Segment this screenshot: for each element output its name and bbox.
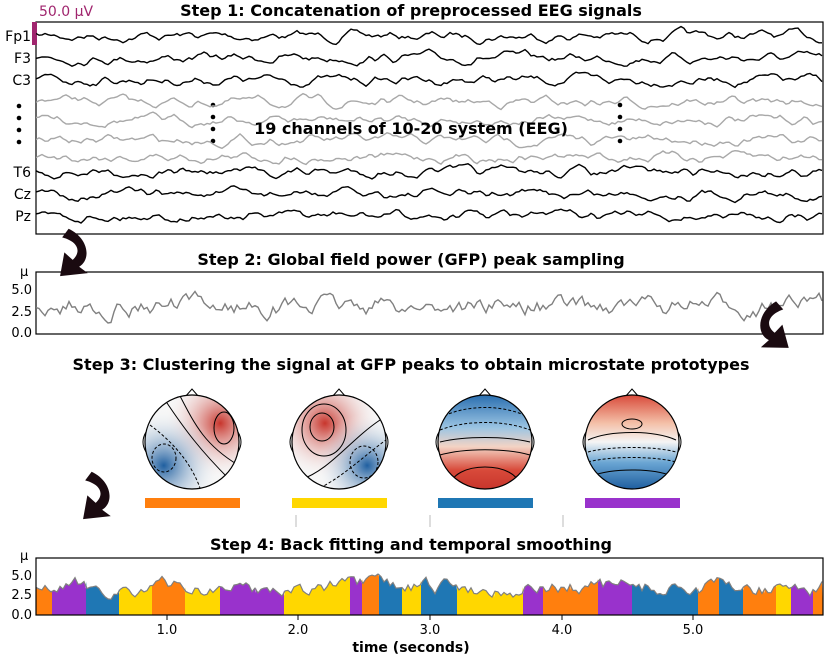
microstate-segment — [152, 576, 185, 615]
channel-label-c3: C3 — [12, 73, 31, 89]
eeg-channel-trace — [36, 185, 823, 204]
step2-title: Step 2: Global field power (GFP) peak sa… — [197, 250, 624, 269]
microstate-color-bar-3 — [585, 498, 680, 508]
step1-frame — [35, 21, 824, 235]
eeg-channel-trace — [36, 92, 823, 111]
microstate-segment — [457, 584, 494, 615]
arrow-step2-to-step3 — [760, 301, 789, 348]
microstate-segment — [719, 577, 743, 615]
eeg-traces — [36, 25, 823, 224]
step2-ytick-0: 0.0 — [11, 326, 32, 341]
backfit-area — [36, 573, 823, 615]
channel-label-cz: Cz — [14, 187, 31, 203]
left-channel-dots — [16, 103, 22, 145]
step2-unit: µ — [20, 265, 28, 280]
eeg-channel-trace — [36, 71, 823, 89]
step4-ytick-5: 5.0 — [11, 569, 32, 584]
microstate-segment — [350, 576, 362, 615]
channel-label-pz: Pz — [15, 209, 31, 225]
microstate-segment — [362, 574, 379, 615]
microstate-segment — [813, 581, 823, 615]
eeg-channel-trace — [36, 25, 822, 46]
step4-ytick-2-5: 2.5 — [11, 588, 32, 603]
microstate-segment — [320, 576, 350, 615]
microstate-segment — [543, 584, 571, 615]
x-tick-1: 1.0 — [157, 623, 178, 638]
microstate-segment — [743, 584, 764, 615]
eeg-channel-trace — [36, 208, 823, 224]
eeg-channel-trace — [36, 48, 823, 67]
step2-frame — [35, 271, 824, 335]
microstate-segment — [598, 579, 632, 615]
scale-bar-label: 50.0 µV — [39, 4, 94, 20]
microstate-segment — [791, 584, 813, 615]
microstate-segment — [571, 579, 598, 615]
step4-title: Step 4: Back fitting and temporal smooth… — [210, 535, 612, 554]
step4-ytick-0: 0.0 — [11, 608, 32, 623]
microstate-map-3 — [582, 388, 682, 490]
x-tick-3: 3.0 — [420, 623, 441, 638]
microstate-map-0 — [142, 388, 242, 490]
channel-label-f3: F3 — [14, 51, 31, 67]
step2-ytick-2-5: 2.5 — [11, 305, 32, 320]
microstate-segment — [698, 577, 719, 615]
step3-title: Step 3: Clustering the signal at GFP pea… — [73, 355, 750, 374]
x-tick-marks — [166, 615, 694, 620]
microstate-color-bar-0 — [145, 498, 240, 508]
eeg-channel-trace — [36, 149, 823, 166]
microstate-segment — [776, 584, 791, 615]
separator-ticks — [295, 515, 564, 527]
microstate-segment — [86, 581, 119, 615]
x-axis-label: time (seconds) — [352, 640, 469, 656]
inner-dots-right — [617, 102, 623, 144]
microstate-segment — [119, 585, 152, 615]
x-tick-5: 5.0 — [683, 623, 704, 638]
gfp-line — [36, 290, 823, 324]
eeg-channel-trace — [36, 163, 823, 180]
microstate-segment — [402, 580, 421, 615]
x-tick-4: 4.0 — [552, 623, 573, 638]
microstate-color-bar-2 — [438, 498, 533, 508]
channel-label-t6: T6 — [13, 165, 32, 181]
microstate-segment — [379, 574, 402, 615]
microstate-segment — [52, 577, 86, 615]
arrow-step3-to-step4 — [83, 471, 111, 520]
gfp-trace — [36, 290, 823, 324]
x-tick-2: 2.0 — [288, 623, 309, 638]
arrow-step1-to-step2 — [60, 228, 88, 277]
microstate-segment — [669, 583, 698, 615]
microstate-map-2 — [435, 388, 535, 490]
microstate-color-bar-1 — [292, 498, 387, 508]
microstate-segment — [506, 586, 523, 615]
microstate-segment — [36, 585, 52, 615]
step1-title: Step 1: Concatenation of preprocessed EE… — [180, 1, 642, 20]
microstate-map-1 — [289, 388, 389, 490]
scale-bar — [32, 22, 37, 45]
eeg-channel-trace — [36, 111, 823, 129]
eeg-channels-annotation: 19 channels of 10-20 system (EEG) — [254, 119, 568, 138]
step2-ytick-5: 5.0 — [11, 283, 32, 298]
step4-unit: µ — [20, 549, 28, 564]
microstate-segment — [421, 577, 457, 615]
backfit-gfp-outline — [36, 573, 823, 601]
microstate-segment — [256, 587, 284, 615]
microstate-segment — [185, 586, 220, 615]
microstate-segment — [494, 591, 506, 615]
eeg-channel-trace — [36, 132, 823, 150]
channel-label-fp1: Fp1 — [5, 29, 31, 45]
microstate-segment — [632, 584, 669, 615]
